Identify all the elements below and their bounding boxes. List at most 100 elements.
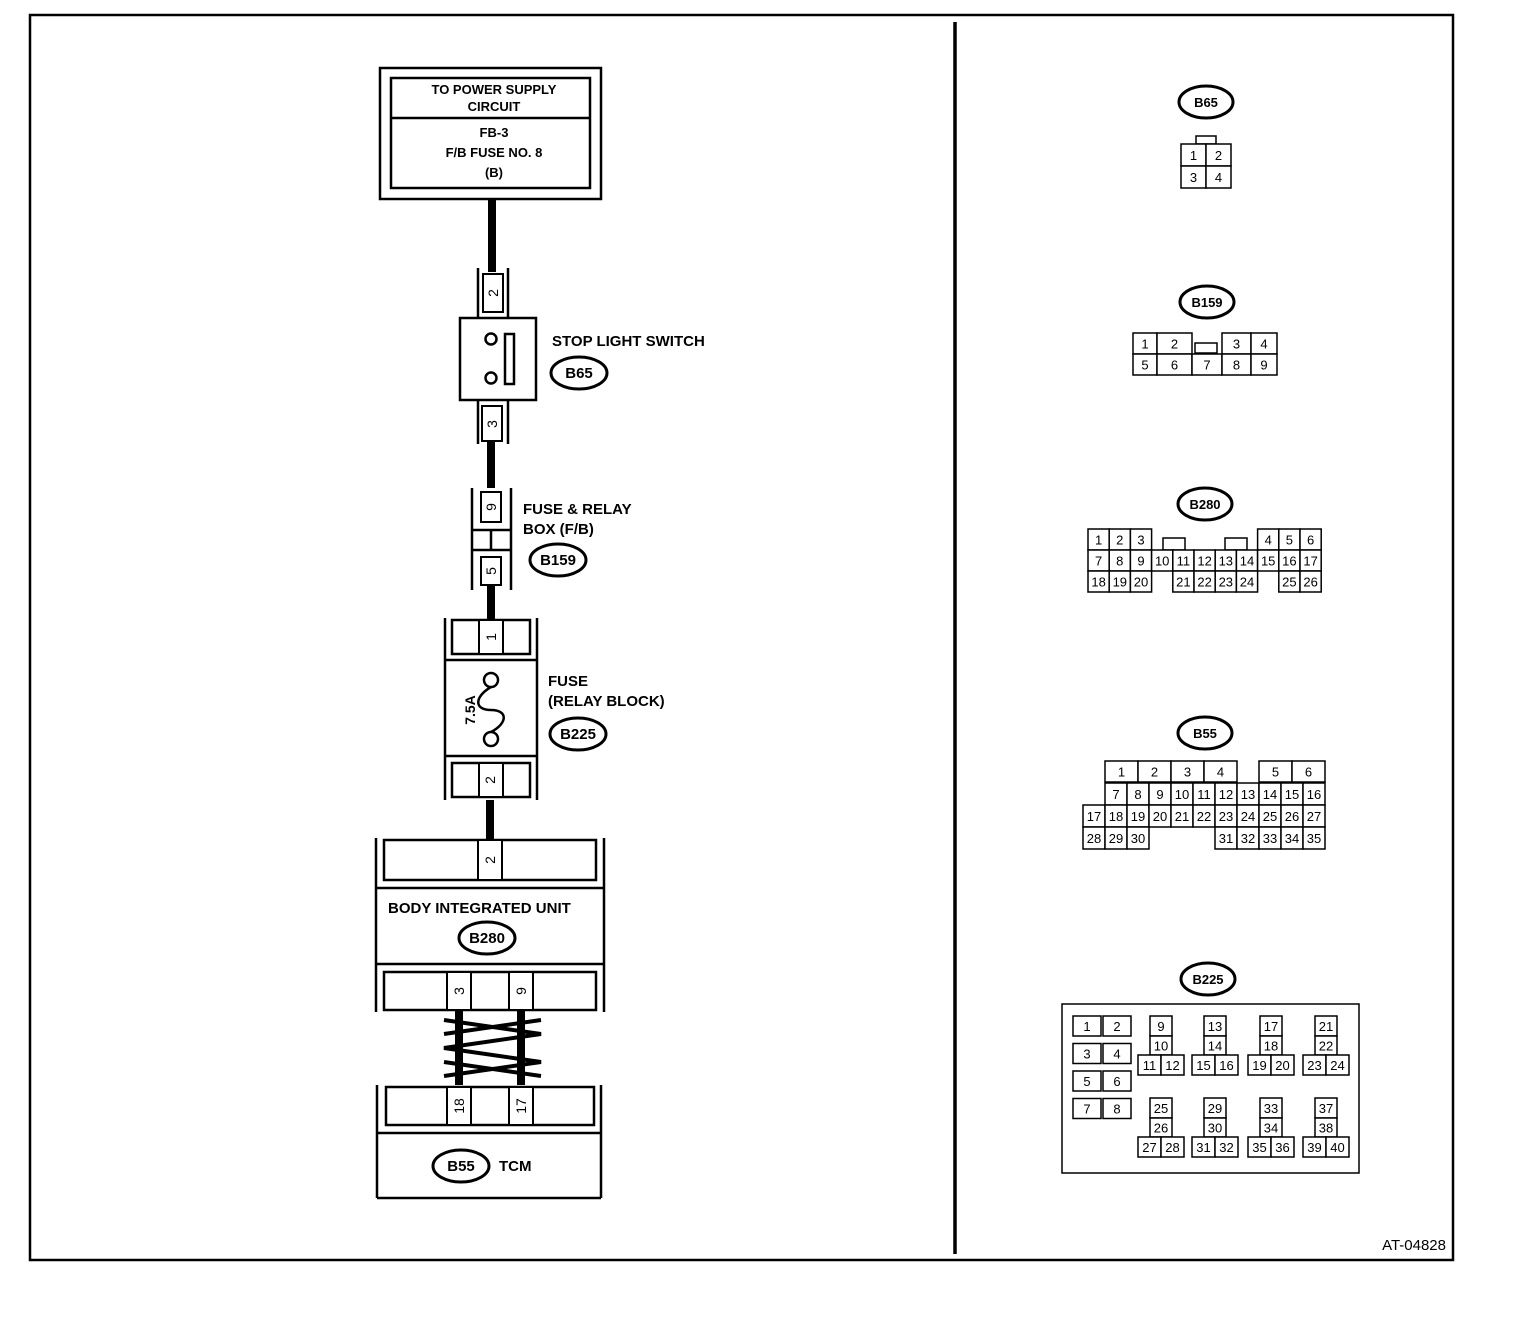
conn-b159-pin: 1	[1141, 337, 1148, 352]
b280-pin-bottom-right: 9	[513, 987, 529, 995]
conn-b225-cell	[1102, 1070, 1132, 1092]
conn-b55-pin: 3	[1184, 765, 1191, 780]
conn-b225-pin: 36	[1275, 1140, 1289, 1155]
conn-b225-pin: 6	[1113, 1074, 1120, 1089]
fuse-rating: 7.5A	[462, 695, 478, 725]
b159-latch	[1194, 342, 1218, 354]
b225-ref-badge: B225	[560, 726, 596, 743]
b225-pin-top: 1	[483, 633, 499, 641]
conn-b280-pin: 1	[1095, 533, 1102, 548]
conn-b55-pin: 6	[1305, 765, 1312, 780]
conn-b280-pin: 19	[1113, 575, 1127, 590]
conn-b55-pin: 11	[1197, 787, 1211, 802]
conn-b225-pin: 18	[1264, 1039, 1278, 1054]
b280-view-badge	[1176, 486, 1234, 522]
conn-b65-pin: 4	[1215, 170, 1222, 185]
b55-ref-badge: B55	[447, 1158, 475, 1175]
diagram-id: AT-04828	[1382, 1237, 1446, 1254]
conn-b225-pin: 3	[1083, 1047, 1090, 1062]
conn-b225-cell	[1102, 1042, 1132, 1065]
conn-b225-pin: 32	[1219, 1140, 1233, 1155]
conn-b280-pin: 22	[1197, 575, 1211, 590]
conn-b55-pin: 10	[1175, 787, 1189, 802]
conn-b225-pin: 38	[1319, 1121, 1333, 1136]
b280-latch-right	[1224, 537, 1248, 551]
conn-b55-pin: 30	[1131, 831, 1145, 846]
conn-b225-pin: 25	[1154, 1101, 1168, 1116]
conn-b225-cell	[1072, 1070, 1102, 1092]
conn-b55-pin: 29	[1109, 831, 1123, 846]
diagram-frame	[28, 13, 1455, 1262]
conn-b280-pin: 15	[1261, 554, 1275, 569]
conn-b280-pin: 25	[1282, 575, 1296, 590]
conn-b225-pin: 27	[1142, 1140, 1156, 1155]
b225-housing	[1061, 1003, 1360, 1174]
b65-pin-top: 2	[485, 289, 501, 297]
conn-b55-cell	[1302, 826, 1326, 850]
b280-pin-bottom-left: 3	[451, 987, 467, 995]
conn-b225-pin: 33	[1264, 1101, 1278, 1116]
conn-b280-pin: 18	[1091, 575, 1105, 590]
conn-b225-pin: 26	[1154, 1121, 1168, 1136]
b159-view-label: B159	[1191, 295, 1222, 310]
conn-b55-cell	[1126, 826, 1150, 850]
conn-b159-cell	[1250, 353, 1278, 376]
conn-b280-pin: 21	[1176, 575, 1190, 590]
conn-b280-cell	[1129, 570, 1153, 593]
conn-b225-pin: 15	[1196, 1058, 1210, 1073]
conn-b225-pin: 8	[1113, 1102, 1120, 1117]
conn-b65-pin: 2	[1215, 148, 1222, 163]
conn-b225-pin: 34	[1264, 1121, 1278, 1136]
b280-pin-top: 2	[482, 856, 498, 864]
conn-b159-pin: 3	[1233, 337, 1240, 352]
twisted-pair	[443, 1018, 542, 1078]
conn-b65-pin: 3	[1190, 170, 1197, 185]
conn-b225-pin: 12	[1165, 1058, 1179, 1073]
conn-b159-pin: 9	[1260, 358, 1267, 373]
conn-b55-pin: 33	[1263, 831, 1277, 846]
conn-b280-pin: 4	[1265, 533, 1272, 548]
conn-b225-pin: 31	[1196, 1140, 1210, 1155]
conn-b225-pin: 24	[1330, 1058, 1344, 1073]
tcm-label: TCM	[499, 1158, 532, 1175]
conn-b225-cell	[1325, 1136, 1350, 1158]
conn-b280-pin: 3	[1137, 533, 1144, 548]
conn-b225-pin: 21	[1319, 1019, 1333, 1034]
conn-b65-cell	[1205, 165, 1232, 189]
stop-light-switch-label: STOP LIGHT SWITCH	[552, 333, 705, 350]
b65-view-badge	[1177, 84, 1235, 120]
conn-b65-pin: 1	[1190, 148, 1197, 163]
conn-b225-pin: 29	[1208, 1101, 1222, 1116]
b225-pin-bottom: 2	[482, 776, 498, 784]
conn-b280-cell	[1299, 570, 1322, 593]
conn-b225-pin: 7	[1083, 1102, 1090, 1117]
conn-b225-cell	[1214, 1054, 1239, 1076]
power-supply-title-1: TO POWER SUPPLY	[432, 82, 557, 97]
conn-b159-pin: 6	[1171, 358, 1178, 373]
conn-b280-pin: 14	[1240, 554, 1254, 569]
conn-b225-cell	[1325, 1054, 1350, 1076]
conn-b55-pin: 2	[1151, 765, 1158, 780]
conn-b225-cell	[1102, 1097, 1132, 1120]
conn-b225-pin: 19	[1252, 1058, 1266, 1073]
conn-b225-cell	[1160, 1054, 1185, 1076]
b159-pin-top: 9	[483, 503, 499, 511]
conn-b225-cell	[1102, 1015, 1132, 1037]
conn-b280-pin: 24	[1240, 575, 1254, 590]
conn-b280-pin: 13	[1219, 554, 1233, 569]
conn-b55-pin: 35	[1307, 831, 1321, 846]
conn-b55-pin: 14	[1263, 787, 1277, 802]
conn-b225-cell	[1072, 1042, 1102, 1065]
b280-view-label: B280	[1189, 497, 1220, 512]
power-supply-fuse-no: F/B FUSE NO. 8	[446, 145, 543, 160]
conn-b55-cell	[1203, 760, 1238, 783]
conn-b55-pin: 1	[1118, 765, 1125, 780]
b225-view-label: B225	[1192, 972, 1223, 987]
stop-light-switch: 2 3 STOP LIGHT SWITCH B65	[458, 268, 705, 444]
conn-b55-pin: 4	[1217, 765, 1224, 780]
conn-b225-pin: 28	[1165, 1140, 1179, 1155]
fuse-relay-block: 1 7.5A 2 FUSE (RELAY BLOCK) B225	[443, 618, 665, 800]
conn-b55-pin: 13	[1241, 787, 1255, 802]
